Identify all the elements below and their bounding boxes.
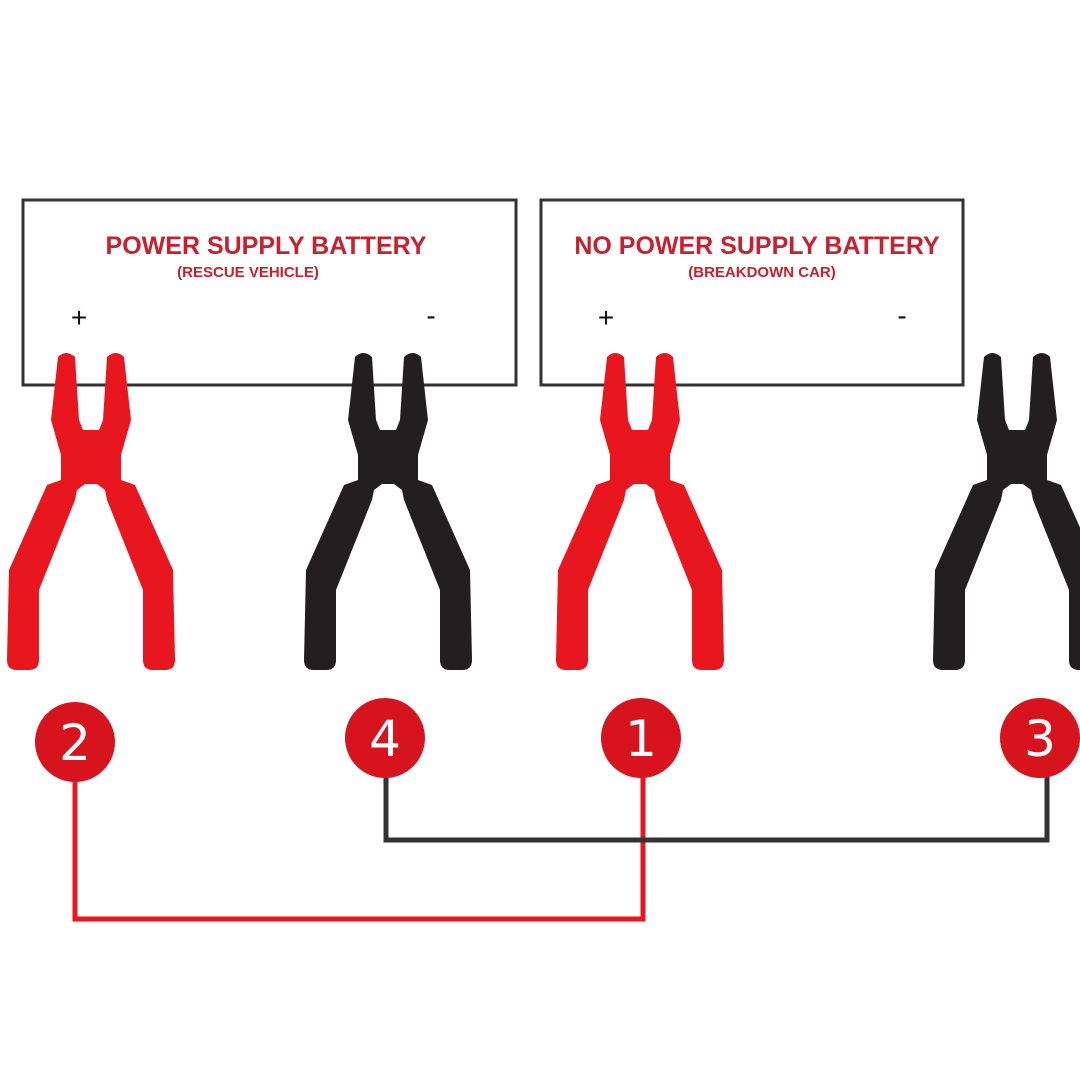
- battery-breakdown-car: NO POWER SUPPLY BATTERY (BREAKDOWN CAR) …: [539, 198, 965, 387]
- black-clamp-icon: [933, 353, 1080, 670]
- battery-rescue-vehicle: POWER SUPPLY BATTERY (RESCUE VEHICLE) + …: [21, 198, 518, 387]
- svg-text:4: 4: [369, 710, 401, 768]
- step-1-badge: 1: [601, 698, 681, 778]
- battery-box: [539, 198, 965, 387]
- battery-subtitle: (RESCUE VEHICLE): [177, 264, 319, 281]
- negative-terminal-label: -: [426, 300, 435, 331]
- battery-title: NO POWER SUPPLY BATTERY: [574, 232, 940, 260]
- black-clamp-icon: [304, 353, 472, 670]
- positive-terminal-label: +: [71, 302, 87, 333]
- svg-text:3: 3: [1024, 710, 1056, 768]
- positive-terminal-label: +: [598, 302, 614, 333]
- step-2-badge: 2: [35, 702, 115, 782]
- battery-title: POWER SUPPLY BATTERY: [106, 232, 427, 260]
- battery-box: [21, 198, 518, 387]
- svg-text:2: 2: [59, 714, 91, 772]
- svg-text:1: 1: [625, 710, 657, 768]
- red-clamp-icon: [7, 353, 175, 670]
- negative-terminal-label: -: [897, 300, 906, 331]
- black-cable: [383, 775, 1050, 843]
- step-4-badge: 4: [345, 698, 425, 778]
- step-3-badge: 3: [1000, 698, 1080, 778]
- red-cable: [72, 775, 646, 922]
- battery-subtitle: (BREAKDOWN CAR): [688, 264, 835, 281]
- red-clamp-icon: [556, 353, 724, 670]
